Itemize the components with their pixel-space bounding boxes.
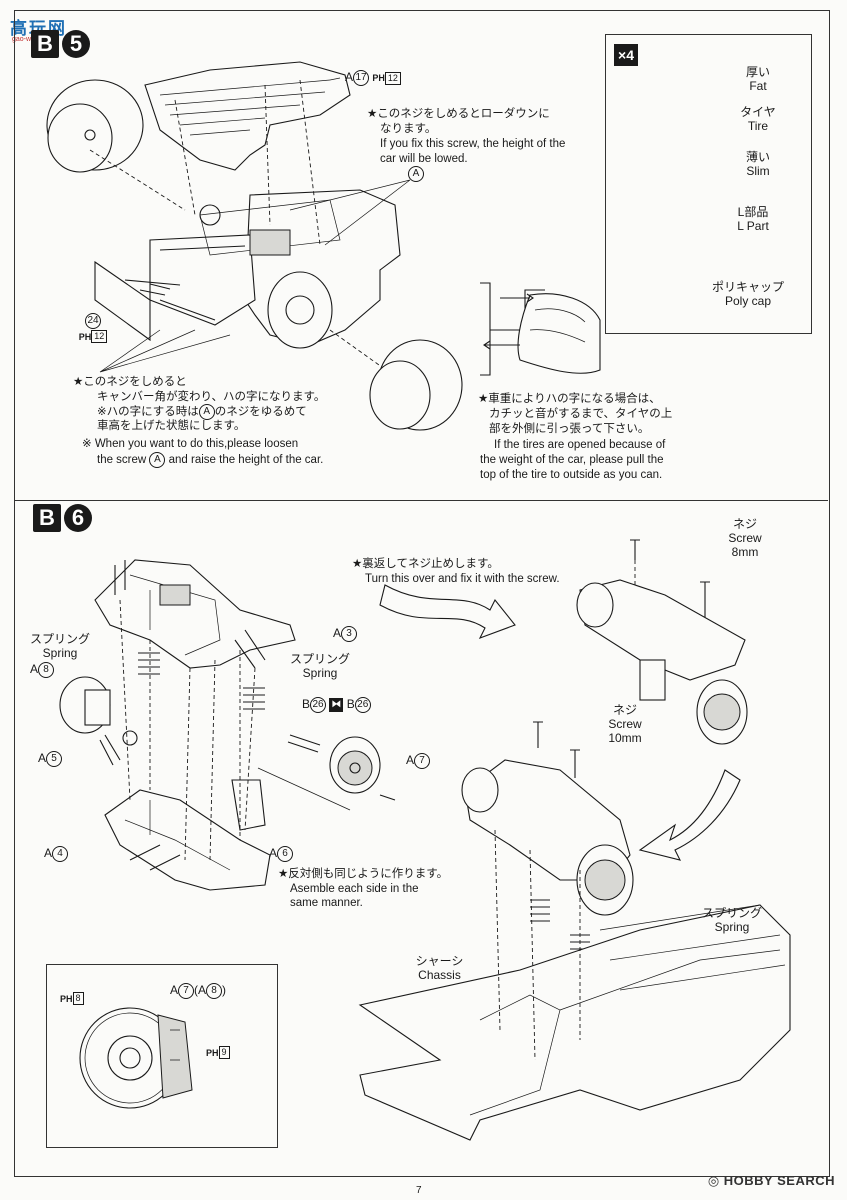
- section-divider: [14, 500, 828, 501]
- step-number: 5: [62, 30, 90, 58]
- hobby-search-logo-icon: ◎: [707, 1173, 720, 1188]
- step-b6-badge: B 6: [33, 504, 92, 532]
- b5-hand-illustration: [480, 282, 601, 376]
- b6-chassis-assembly: [358, 721, 791, 1141]
- step-letter: B: [31, 30, 59, 58]
- b5-left-tire: [46, 79, 144, 173]
- b5-chassis-assembly: [89, 79, 401, 381]
- disc-inset-illustration: [79, 1007, 193, 1109]
- step-letter: B: [33, 504, 61, 532]
- hobby-search-watermark: ◎ HOBBY SEARCH: [707, 1173, 835, 1188]
- quantity-badge: ×4: [614, 44, 638, 66]
- b5-side-plate: [94, 260, 181, 342]
- b5-right-tire: [369, 339, 463, 431]
- brake-disc-inset: [46, 964, 278, 1148]
- page-frame: [14, 10, 830, 1177]
- b6-upper-right-assembly: [576, 539, 748, 745]
- b6-hub-a8: [59, 676, 138, 766]
- page-number: 7: [416, 1185, 422, 1196]
- b6-brake-disc: [287, 734, 396, 801]
- mirror-icon: ⧓: [329, 698, 344, 712]
- step-b5-badge: B 5: [31, 30, 90, 58]
- b6-flip-arrow: [379, 584, 516, 640]
- b6-upper-arm: [94, 559, 296, 669]
- tire-assembly-inset: [605, 34, 812, 334]
- b6-install-arrow: [638, 769, 741, 861]
- b6-springs: [138, 652, 265, 710]
- b5-under-cover: [144, 61, 351, 171]
- step-number: 6: [64, 504, 92, 532]
- callout-a-screw: A: [408, 166, 424, 182]
